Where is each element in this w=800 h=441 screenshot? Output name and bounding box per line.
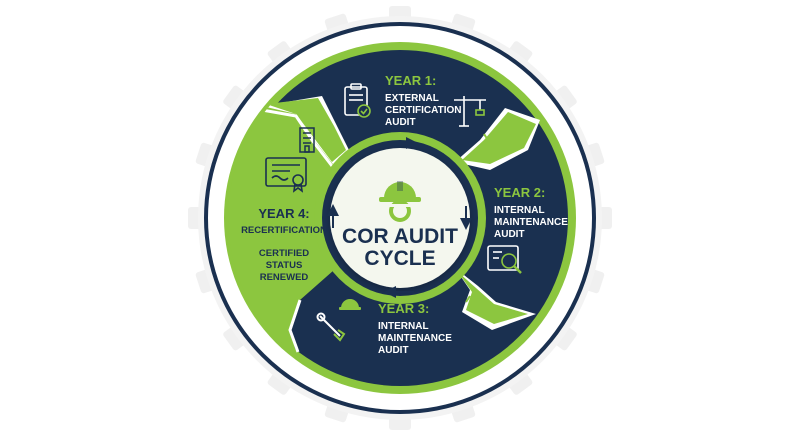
year2-line1: INTERNAL	[494, 205, 545, 216]
year4-line1: RECERTIFICATION	[241, 225, 327, 236]
year3-line1: INTERNAL	[378, 321, 429, 332]
hard-hat-gear-icon	[379, 181, 421, 222]
year4-sub-line3: RENEWED	[260, 272, 309, 283]
year4-bottom-edge	[288, 299, 302, 353]
year1-line2: CERTIFICATION	[385, 105, 461, 116]
year4-title: YEAR 4:	[258, 206, 309, 221]
year2-line2: MAINTENANCE	[494, 217, 568, 228]
gear-tooth	[267, 41, 293, 65]
year3-title: YEAR 3:	[378, 301, 429, 316]
gear-outer-ring	[188, 6, 612, 430]
separator-year2-year3-green	[458, 272, 528, 324]
year1-line3: AUDIT	[385, 117, 416, 128]
year3-block: YEAR 3: INTERNAL MAINTENANCE AUDIT	[316, 299, 452, 356]
building-icon	[299, 127, 315, 153]
accent-tick-left	[311, 297, 318, 304]
year1-line1: EXTERNAL	[385, 93, 439, 104]
year2-title: YEAR 2:	[494, 185, 545, 200]
separator-year1-year2-green	[462, 112, 536, 164]
year4-sub-line1: CERTIFIED	[259, 248, 309, 259]
gear-tooth	[507, 41, 533, 65]
year4-block: YEAR 4: RECERTIFICATION CERTIFIED STATUS…	[241, 127, 327, 283]
year4-green-area	[228, 106, 336, 352]
blueprint-magnifier-icon	[487, 245, 522, 274]
gear-tooth	[223, 325, 247, 351]
year3-line3: AUDIT	[378, 345, 409, 356]
separator-year4-year1-green	[266, 98, 346, 162]
year4-sub-line2: STATUS	[266, 260, 303, 271]
year2-block: YEAR 2: INTERNAL MAINTENANCE AUDIT	[487, 185, 568, 274]
gear-tooth	[267, 371, 293, 395]
year1-title: YEAR 1:	[385, 73, 436, 88]
wrench-icon	[316, 312, 346, 342]
accent-tick-top	[483, 133, 489, 141]
center-title-line1: COR AUDIT	[342, 225, 458, 248]
clipboard-check-icon	[344, 83, 371, 118]
crane-icon	[454, 96, 486, 127]
gear-tooth	[553, 325, 577, 351]
year3-line2: MAINTENANCE	[378, 333, 452, 344]
center-title-line2: CYCLE	[364, 247, 435, 270]
gear-tooth	[553, 85, 577, 111]
year2-line3: AUDIT	[494, 229, 525, 240]
accent-tick-right	[465, 295, 471, 303]
gear-tooth	[223, 85, 247, 111]
hard-hat-icon	[339, 299, 361, 310]
year1-block: YEAR 1: EXTERNAL CERTIFICATION AUDIT	[344, 73, 486, 128]
certificate-icon	[265, 157, 307, 193]
gear-tooth	[507, 371, 533, 395]
